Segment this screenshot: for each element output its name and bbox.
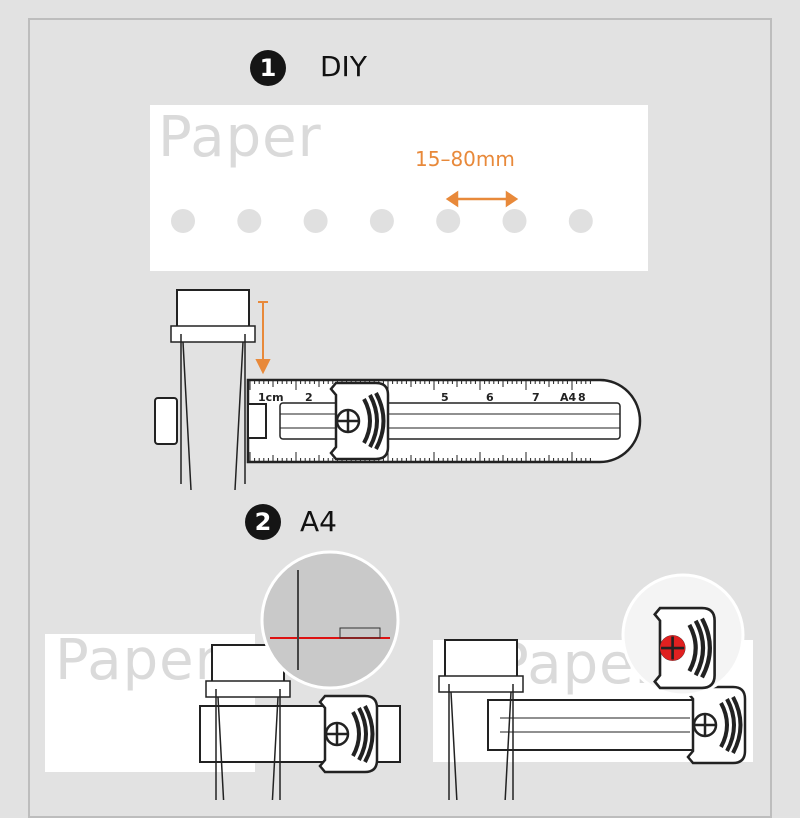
step-2-right-diagram [438, 573, 747, 800]
ruler-label: 2 [305, 391, 313, 404]
down-arrow-icon [255, 301, 271, 375]
ruler-label: A4 [560, 391, 577, 404]
paper-label: Paper [158, 105, 322, 170]
range-label: 15–80mm [415, 147, 515, 171]
illustration: 1cm 2 5 6 7 A4 8 [154, 190, 747, 800]
ruler-label: 6 [486, 391, 494, 404]
ruler-diagram: 1cm 2 5 6 7 A4 8 [154, 289, 642, 491]
magnifier-icon [260, 550, 400, 690]
step-1-label: DIY [320, 50, 367, 83]
step-2-badge: 2 [245, 504, 281, 540]
screw-knob-icon[interactable] [329, 381, 390, 461]
punch-hole [171, 209, 195, 233]
ruler-label: 5 [441, 391, 449, 404]
punch-hole [369, 209, 394, 233]
punch-holes [171, 209, 593, 233]
punch-hole [237, 209, 262, 233]
paper-label: Paper [55, 628, 219, 693]
punch-hole [568, 209, 593, 233]
paper-clip [170, 289, 256, 491]
punch-hole [436, 209, 461, 233]
screw-knob-icon [686, 685, 747, 765]
step-2-label: A4 [300, 505, 337, 538]
ruler-label: 8 [578, 391, 586, 404]
paper-sheet: Paper 15–80mm [150, 105, 648, 271]
ruler-label: 1cm [258, 391, 284, 404]
ruler-label: 7 [532, 391, 540, 404]
punch-hole [502, 209, 527, 233]
step-1-badge: 1 [250, 50, 286, 86]
double-arrow-icon [445, 190, 519, 208]
screw-knob-icon [318, 694, 379, 774]
punch-hole [303, 209, 328, 233]
step-2-left-diagram [199, 550, 401, 800]
ruler-ticks [249, 380, 591, 462]
